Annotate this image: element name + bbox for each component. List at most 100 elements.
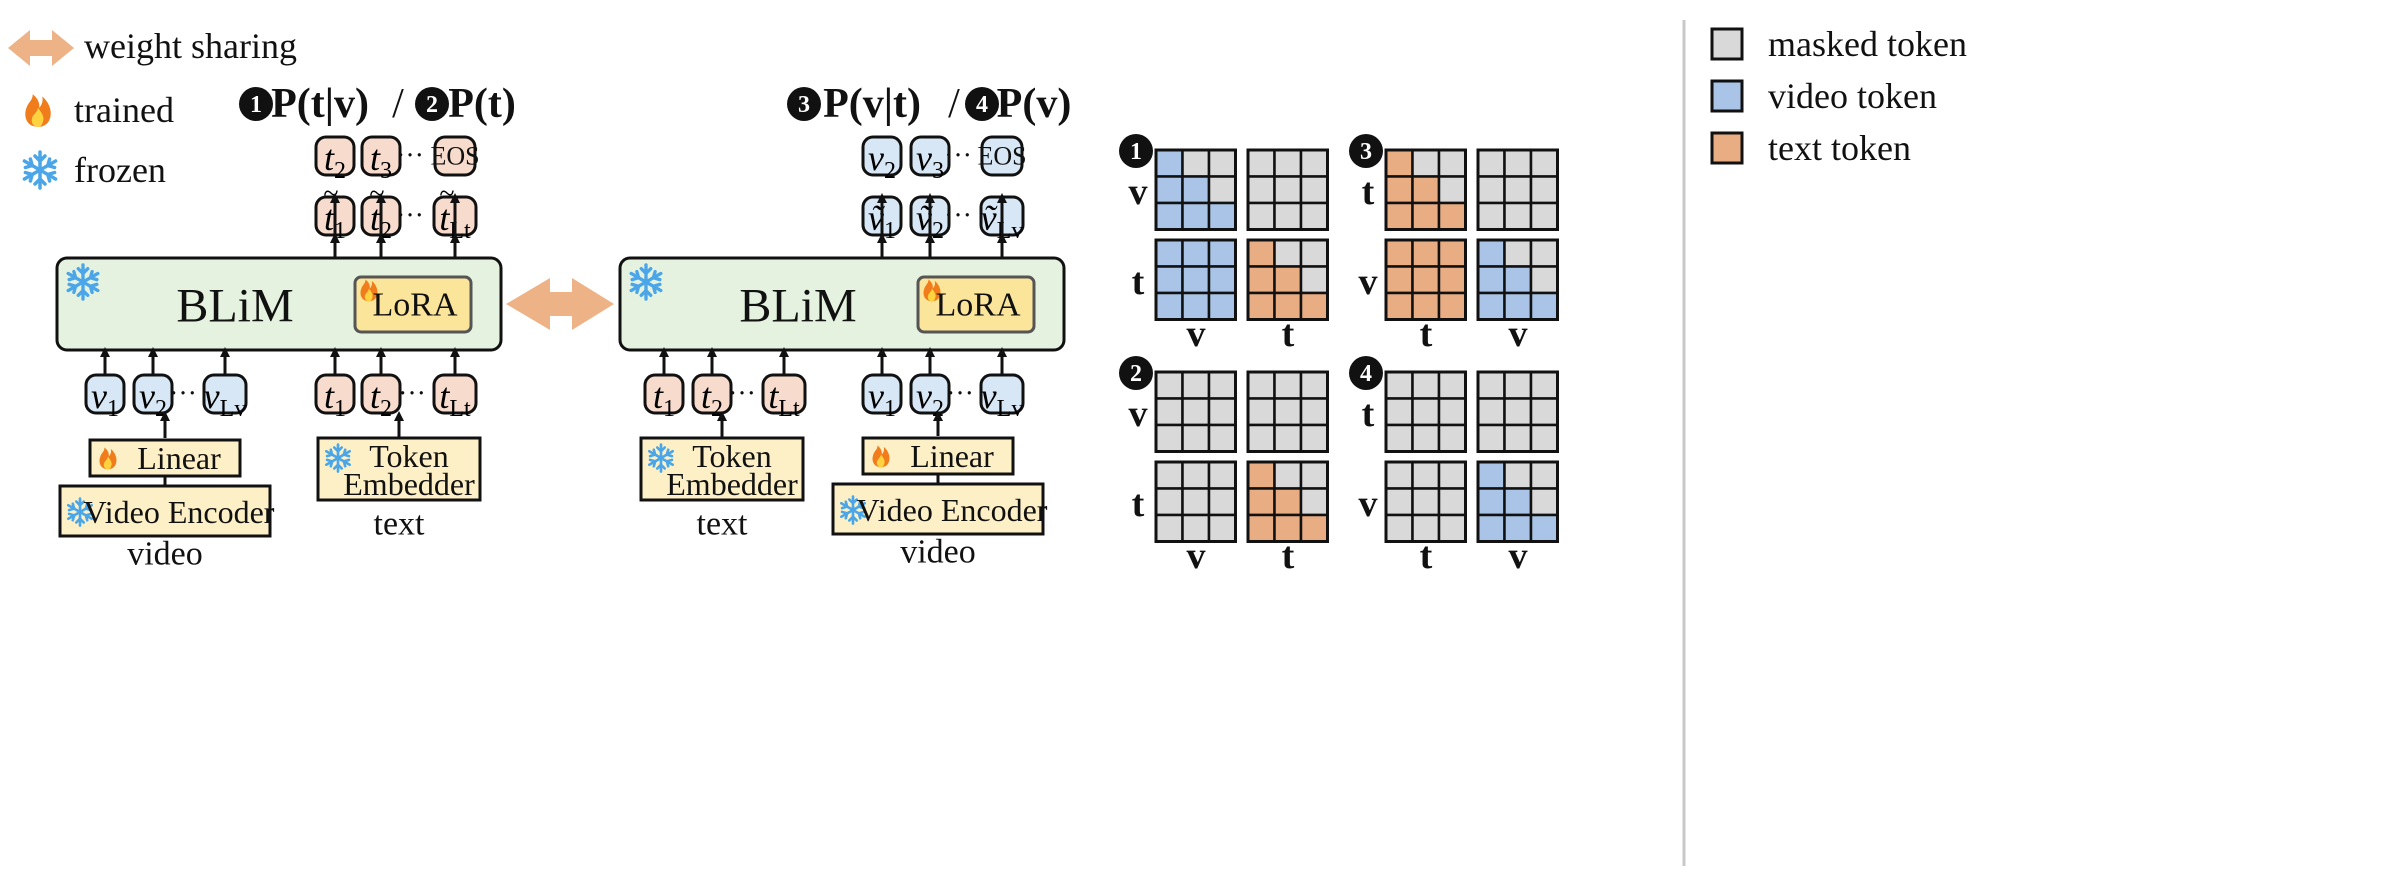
token-label: EOS	[430, 142, 479, 171]
mask-cell	[1529, 265, 1559, 295]
ellipsis: ···	[728, 379, 756, 410]
mask-cell	[1154, 397, 1184, 427]
text-caption: text	[697, 506, 749, 543]
input-token	[432, 373, 478, 415]
mask-cell	[1384, 460, 1414, 490]
token-label: t3	[370, 138, 392, 184]
mask-cell	[1207, 423, 1237, 453]
mask-grid	[1384, 370, 1467, 453]
mask-cell	[1384, 397, 1414, 427]
mask-cell	[1476, 201, 1506, 231]
mask-cell	[1476, 175, 1506, 205]
legend-swatch-masked	[1710, 27, 1744, 61]
mask-cell	[1437, 201, 1467, 231]
output-token	[360, 135, 402, 177]
mask-cell	[1181, 370, 1211, 400]
badge-1-number: 1	[250, 92, 262, 118]
token-label: tLt	[768, 376, 800, 422]
mask-cell	[1181, 487, 1211, 517]
mask-cell	[1529, 175, 1559, 205]
token-label: vLv	[204, 376, 247, 422]
video-caption: video	[127, 536, 203, 573]
mask-cell	[1476, 460, 1506, 490]
mask-cell	[1437, 513, 1467, 543]
objective-separator: /	[392, 81, 404, 127]
mask-cell	[1476, 397, 1506, 427]
mask-cell	[1384, 370, 1414, 400]
mask-cell	[1437, 148, 1467, 178]
mask-row-label: t	[1132, 483, 1145, 525]
legend-text-token: text token	[1768, 128, 1911, 168]
token-label: t1	[324, 376, 346, 422]
input-token	[861, 373, 903, 415]
mask-col-label: t	[1282, 535, 1295, 577]
mask-badge	[1349, 356, 1383, 390]
mask-cell	[1299, 201, 1329, 231]
token-label: t1	[653, 376, 675, 422]
mask-cell	[1437, 291, 1467, 321]
token-embedder-label: Embedder	[343, 466, 475, 502]
mask-cell	[1299, 513, 1329, 543]
eos-token	[980, 135, 1024, 177]
tilde: ~	[439, 179, 454, 210]
mask-cell	[1437, 265, 1467, 295]
mask-col-label: t	[1420, 535, 1433, 577]
mask-cell	[1273, 487, 1303, 517]
mask-cell	[1437, 370, 1467, 400]
mask-cell	[1154, 423, 1184, 453]
mask-cell	[1154, 291, 1184, 321]
mask-cell	[1299, 175, 1329, 205]
mask-cell	[1273, 291, 1303, 321]
mask-cell	[1476, 291, 1506, 321]
mask-row-label: t	[1362, 171, 1375, 213]
mask-cell	[1476, 265, 1506, 295]
mask-grid	[1476, 370, 1559, 453]
mask-grid	[1246, 238, 1329, 321]
lora-box	[916, 275, 1036, 334]
objective-separator: /	[948, 81, 960, 127]
mask-cell	[1273, 148, 1303, 178]
mask-grid	[1476, 238, 1559, 321]
input-token	[360, 373, 402, 415]
mask-grid	[1384, 238, 1467, 321]
input-token	[314, 373, 356, 415]
mask-cell	[1246, 423, 1276, 453]
output-token	[861, 135, 903, 177]
input-token	[979, 373, 1025, 415]
mask-cell	[1207, 370, 1237, 400]
mask-grid	[1384, 460, 1467, 543]
token-label: tLt	[439, 376, 471, 422]
mask-badge-number: 4	[1360, 361, 1372, 387]
mask-cell	[1181, 513, 1211, 543]
mask-cell	[1299, 148, 1329, 178]
mask-cell	[1384, 513, 1414, 543]
mask-cell	[1207, 291, 1237, 321]
mask-cell	[1384, 487, 1414, 517]
mask-cell	[1411, 513, 1441, 543]
mask-badge-number: 2	[1130, 361, 1142, 387]
mask-cell	[1437, 238, 1467, 268]
mask-cell	[1246, 460, 1276, 490]
mask-col-label: v	[1187, 313, 1206, 355]
mask-cell	[1299, 291, 1329, 321]
mask-cell	[1181, 423, 1211, 453]
mask-cell	[1503, 291, 1533, 321]
mask-grid	[1246, 460, 1329, 543]
mask-cell	[1384, 175, 1414, 205]
mask-cell	[1384, 291, 1414, 321]
token-embedder-label: Token	[369, 438, 449, 474]
token-label: vLv	[981, 376, 1024, 422]
mask-grid	[1246, 370, 1329, 453]
mask-cell	[1437, 175, 1467, 205]
mask-cell	[1154, 201, 1184, 231]
mask-cell	[1299, 460, 1329, 490]
mask-cell	[1181, 397, 1211, 427]
mask-cell	[1154, 460, 1184, 490]
mask-cell	[1154, 513, 1184, 543]
mask-cell	[1529, 423, 1559, 453]
mask-badge-number: 3	[1360, 139, 1372, 165]
mask-cell	[1411, 370, 1441, 400]
mask-cell	[1299, 265, 1329, 295]
token-label: t2	[370, 376, 392, 422]
flame-icon	[25, 94, 51, 127]
